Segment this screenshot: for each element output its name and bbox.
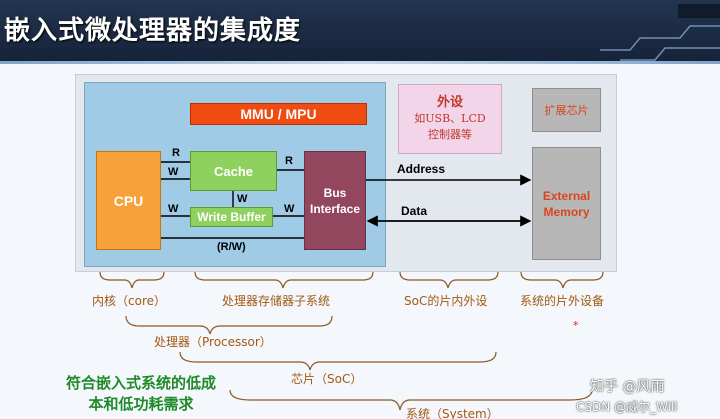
caption-core: 内核（core） bbox=[92, 294, 166, 308]
peripheral-line1: 如USB、LCD bbox=[414, 112, 486, 125]
red-asterisk: * bbox=[573, 319, 579, 332]
watermark-zhihu: 知乎 @风雨 bbox=[590, 379, 665, 395]
decorative-lines bbox=[600, 4, 720, 61]
caption-soc-peripherals: SoC的片内外设 bbox=[404, 294, 488, 308]
caption-off-chip-devices: 系统的片外设备 bbox=[520, 294, 605, 308]
bus-label-line1: Bus bbox=[323, 185, 347, 200]
signal-w-cache-wb: W bbox=[237, 193, 248, 205]
peripheral-block: 外设 如USB、LCD 控制器等 bbox=[398, 84, 502, 154]
signal-address: Address bbox=[397, 162, 446, 176]
bus-interface-block: Bus Interface bbox=[304, 151, 366, 250]
note-line1: 符合嵌入式系统的低成 bbox=[65, 374, 216, 392]
external-memory-block: External Memory bbox=[532, 147, 601, 260]
cpu-block: CPU bbox=[96, 151, 161, 250]
requirement-note: 符合嵌入式系统的低成 本和低功耗需求 bbox=[36, 373, 246, 415]
signal-w-cpu-cache: W bbox=[168, 166, 179, 178]
peripheral-title: 外设 bbox=[436, 95, 463, 110]
external-memory-line1: External bbox=[542, 188, 591, 203]
title-banner: 嵌入式微处理器的集成度 bbox=[0, 0, 720, 64]
mmu-block: MMU / MPU bbox=[190, 103, 367, 125]
caption-chip: 芯片（SoC） bbox=[291, 372, 363, 386]
external-memory-line2: Memory bbox=[543, 204, 590, 219]
caption-processor: 处理器（Processor） bbox=[154, 335, 272, 349]
signal-w-wb-bus: W bbox=[284, 203, 295, 215]
external-chip-block: 扩展芯片 bbox=[532, 88, 601, 132]
banner-stripe bbox=[0, 61, 720, 64]
signal-rw: (R/W) bbox=[217, 241, 246, 253]
signal-r-cpu-cache: R bbox=[172, 147, 180, 159]
watermark-csdn: CSDN @威尔_Will bbox=[576, 400, 678, 414]
caption-storage-subsystem: 处理器存储器子系统 bbox=[222, 294, 331, 308]
signal-data: Data bbox=[401, 204, 428, 218]
note-line2: 本和低功耗需求 bbox=[88, 395, 194, 413]
caption-system: 系统（System） bbox=[406, 407, 499, 419]
write-buffer-block: Write Buffer bbox=[190, 207, 273, 227]
signal-w-cpu-wb: W bbox=[168, 203, 179, 215]
peripheral-line2: 控制器等 bbox=[428, 128, 472, 141]
signal-r-cache-bus: R bbox=[285, 155, 293, 167]
bus-label-line2: Interface bbox=[309, 201, 361, 216]
page-title: 嵌入式微处理器的集成度 bbox=[4, 16, 302, 46]
cache-block: Cache bbox=[190, 151, 277, 191]
